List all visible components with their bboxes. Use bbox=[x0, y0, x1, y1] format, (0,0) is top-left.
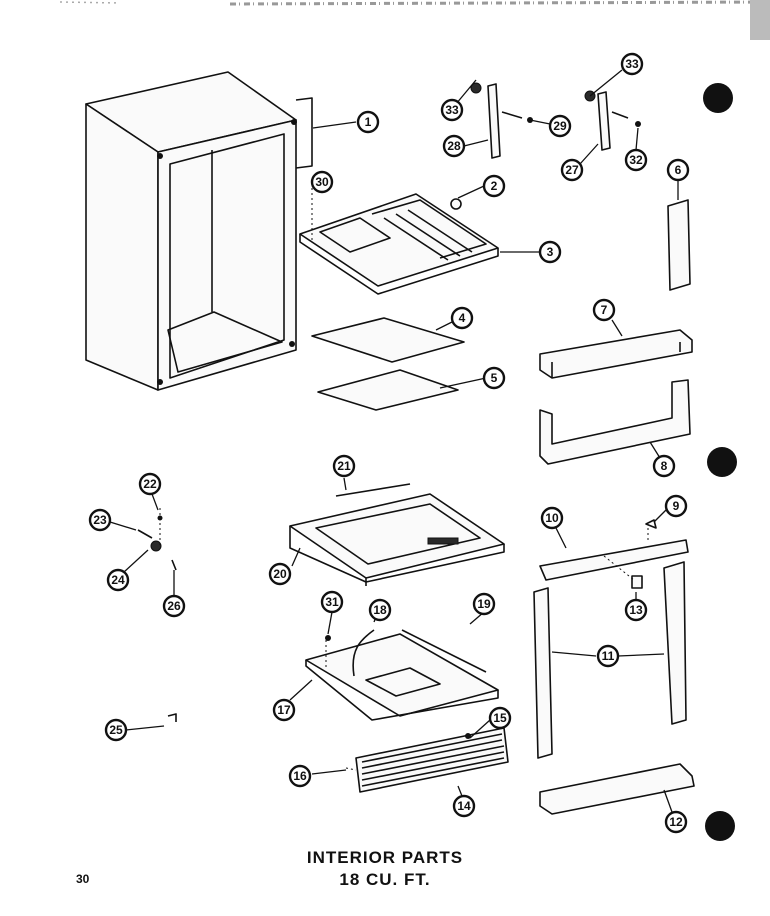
callout-14: 14 bbox=[452, 794, 476, 818]
hinge-hardware bbox=[137, 515, 177, 722]
insulation-pad-lower bbox=[317, 369, 459, 411]
callout-2: 2 bbox=[482, 174, 506, 198]
callout-33a: 33 bbox=[440, 98, 464, 122]
insulation-pad-upper bbox=[311, 317, 465, 363]
callout-label: 2 bbox=[491, 179, 498, 193]
callout-label: 13 bbox=[629, 603, 643, 617]
callout-label: 31 bbox=[325, 595, 339, 609]
callout-label: 16 bbox=[293, 769, 307, 783]
callout-18: 18 bbox=[368, 598, 392, 622]
assembly-lines bbox=[159, 188, 649, 771]
callout-17: 17 bbox=[272, 698, 296, 722]
binder-hole-bottom bbox=[705, 811, 735, 841]
callout-26: 26 bbox=[162, 594, 186, 618]
callout-label: 20 bbox=[273, 567, 287, 581]
callout-label: 30 bbox=[315, 175, 329, 189]
clip-13 bbox=[631, 575, 643, 589]
callout-21: 21 bbox=[332, 454, 356, 478]
callout-8: 8 bbox=[652, 454, 676, 478]
callout-28: 28 bbox=[442, 134, 466, 158]
callout-24: 24 bbox=[106, 568, 130, 592]
crisper-cover bbox=[305, 629, 499, 721]
callout-9: 9 bbox=[664, 494, 688, 518]
callout-label: 17 bbox=[277, 703, 291, 717]
callout-6: 6 bbox=[666, 158, 690, 182]
freezer-shelf bbox=[299, 193, 499, 295]
caption-title: INTERIOR PARTS bbox=[306, 848, 464, 867]
callout-label: 12 bbox=[669, 815, 683, 829]
door-trim-side-left bbox=[533, 587, 553, 759]
callout-4: 4 bbox=[450, 306, 474, 330]
callout-23: 23 bbox=[88, 508, 112, 532]
callout-label: 7 bbox=[601, 303, 608, 317]
trim-strip bbox=[667, 199, 691, 291]
binder-markers bbox=[703, 83, 737, 841]
callout-22: 22 bbox=[138, 472, 162, 496]
base-grille bbox=[355, 727, 509, 793]
callout-25: 25 bbox=[104, 718, 128, 742]
callout-label: 1 bbox=[365, 115, 372, 129]
callout-label: 9 bbox=[673, 499, 680, 513]
scan-noise bbox=[59, 0, 770, 40]
callout-label: 3 bbox=[547, 245, 554, 259]
binder-hole-middle bbox=[707, 447, 737, 477]
callout-33b: 33 bbox=[620, 52, 644, 76]
rod bbox=[335, 483, 411, 497]
callout-11: 11 bbox=[596, 644, 620, 668]
callout-label: 21 bbox=[337, 459, 351, 473]
callout-label: 6 bbox=[675, 163, 682, 177]
callout-3: 3 bbox=[538, 240, 562, 264]
door-trim-side-right bbox=[663, 561, 687, 725]
callout-5: 5 bbox=[482, 366, 506, 390]
door-trim-top bbox=[539, 519, 689, 581]
drawer-frame bbox=[289, 493, 505, 586]
binder-hole-top bbox=[703, 83, 733, 113]
callout-label: 15 bbox=[493, 711, 507, 725]
callout-label: 18 bbox=[373, 603, 387, 617]
callout-19: 19 bbox=[472, 592, 496, 616]
callout-12: 12 bbox=[664, 810, 688, 834]
callout-label: 27 bbox=[565, 163, 579, 177]
callout-15: 15 bbox=[488, 706, 512, 730]
callout-label: 33 bbox=[625, 57, 639, 71]
callout-29: 29 bbox=[548, 114, 572, 138]
callout-31: 31 bbox=[320, 590, 344, 614]
callout-7: 7 bbox=[592, 298, 616, 322]
callout-label: 24 bbox=[111, 573, 125, 587]
callout-20: 20 bbox=[268, 562, 292, 586]
callout-label: 8 bbox=[661, 459, 668, 473]
callout-label: 22 bbox=[143, 477, 157, 491]
shelf-front-upper bbox=[539, 329, 693, 379]
door-trim-bottom bbox=[539, 763, 695, 815]
callout-label: 29 bbox=[553, 119, 567, 133]
mullion-bracket-right bbox=[584, 90, 641, 151]
callout-label: 5 bbox=[491, 371, 498, 385]
callout-32: 32 bbox=[624, 148, 648, 172]
callout-27: 27 bbox=[560, 158, 584, 182]
page-number: 30 bbox=[76, 872, 90, 886]
callout-label: 23 bbox=[93, 513, 107, 527]
caption-subtitle: 18 CU. FT. bbox=[339, 870, 431, 889]
callout-label: 26 bbox=[167, 599, 181, 613]
callout-10: 10 bbox=[540, 506, 564, 530]
callout-16: 16 bbox=[288, 764, 312, 788]
callout-label: 4 bbox=[459, 311, 466, 325]
shelf-front-lower bbox=[539, 379, 691, 465]
callout-label: 11 bbox=[602, 649, 615, 663]
callout-label: 25 bbox=[109, 723, 123, 737]
callout-label: 28 bbox=[447, 139, 461, 153]
callout-label: 19 bbox=[477, 597, 491, 611]
callout-30: 30 bbox=[310, 170, 334, 194]
callout-1: 1 bbox=[356, 110, 380, 134]
callout-label: 32 bbox=[629, 153, 643, 167]
callout-label: 10 bbox=[545, 511, 559, 525]
callout-13: 13 bbox=[624, 598, 648, 622]
callout-label: 14 bbox=[457, 799, 471, 813]
mullion-bracket-left bbox=[470, 82, 533, 159]
callout-label: 33 bbox=[445, 103, 459, 117]
cabinet-liner bbox=[85, 71, 313, 391]
